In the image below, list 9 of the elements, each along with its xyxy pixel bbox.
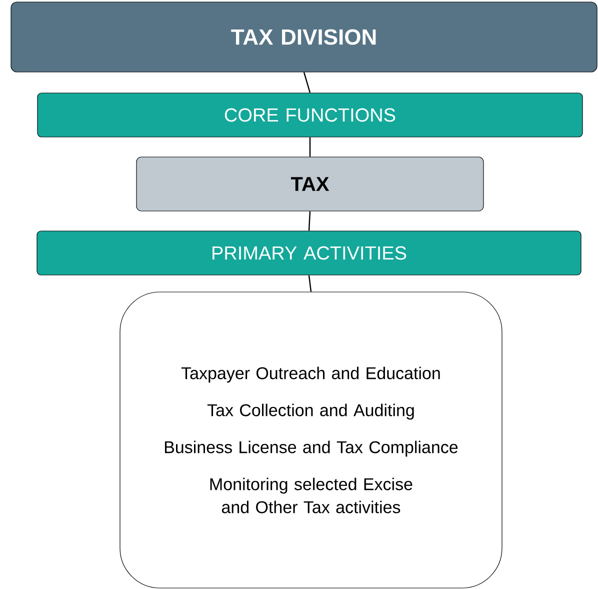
activity-list-box: Taxpayer Outreach and Education Tax Collection and Auditing Business License and Tax Compliance Monitoring selected Excise and Other Tax activities xyxy=(120,292,502,588)
connector-line xyxy=(308,211,311,231)
connector-line xyxy=(309,137,311,157)
connector-line xyxy=(308,275,312,292)
section-bar: PRIMARY ACTIVITIES xyxy=(36,230,582,276)
connector-line xyxy=(303,72,311,93)
category-box: TAX xyxy=(136,156,484,212)
section-bar: CORE FUNCTIONS xyxy=(37,92,583,138)
title-banner: TAX DIVISION xyxy=(10,2,598,72)
